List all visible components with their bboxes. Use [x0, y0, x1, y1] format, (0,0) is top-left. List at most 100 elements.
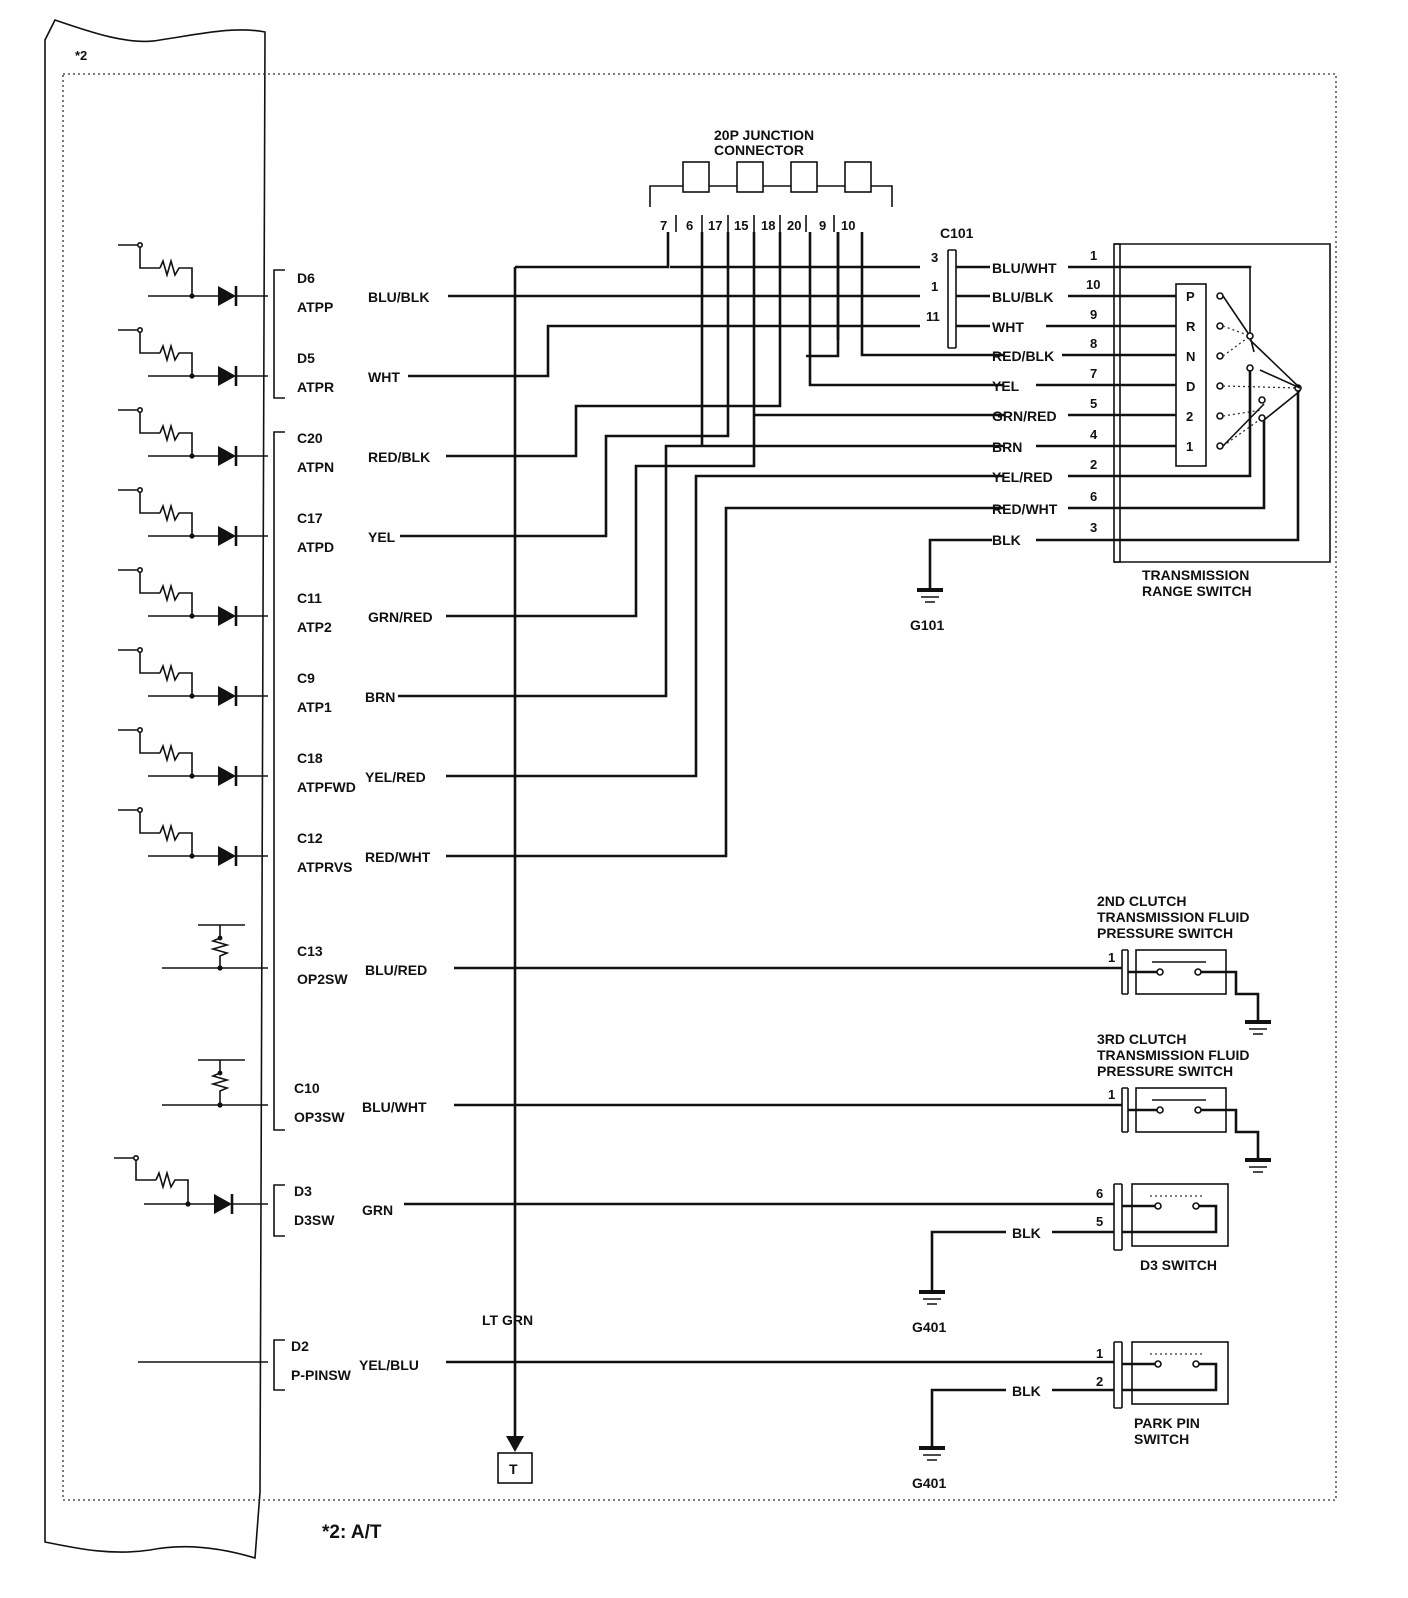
svg-text:BLU/BLK: BLU/BLK — [992, 289, 1053, 305]
svg-text:5: 5 — [1096, 1214, 1103, 1229]
svg-text:TRANSMISSION: TRANSMISSION — [1142, 567, 1249, 583]
pin-c11: C11 — [297, 590, 322, 606]
clutch2-pressure-switch: 1 2ND CLUTCH TRANSMISSION FLUID PRESSURE… — [454, 893, 1271, 1035]
circuit-d6 — [118, 242, 268, 306]
signal-atp2: ATP2 — [297, 619, 332, 635]
connector-c101: C101 3 1 11 — [926, 225, 990, 349]
svg-text:20: 20 — [787, 218, 801, 233]
harness-boundary — [62, 73, 1337, 1501]
wire-label-blu-wht: BLU/WHT — [362, 1099, 427, 1115]
svg-text:C101: C101 — [940, 225, 974, 241]
svg-text:15: 15 — [734, 218, 748, 233]
svg-text:D: D — [1186, 379, 1195, 394]
wire-label-brn: BRN — [365, 689, 395, 705]
signal-atp1: ATP1 — [297, 699, 332, 715]
svg-text:G401: G401 — [912, 1475, 946, 1491]
svg-text:BLK: BLK — [992, 532, 1021, 548]
wire-label-yel-red: YEL/RED — [365, 769, 426, 785]
svg-text:BLK: BLK — [1012, 1225, 1041, 1241]
wire-red-blk — [446, 232, 1004, 458]
lt-grn-terminal: LT GRN T — [482, 1312, 533, 1484]
wire-grn-red — [446, 232, 1004, 618]
svg-text:6: 6 — [1090, 489, 1097, 504]
svg-text:N: N — [1186, 349, 1195, 364]
svg-text:8: 8 — [1090, 336, 1097, 351]
svg-text:TRANSMISSION FLUID: TRANSMISSION FLUID — [1097, 909, 1249, 925]
svg-text:GRN/RED: GRN/RED — [992, 408, 1057, 424]
wire-yel — [400, 232, 1004, 538]
signal-d3sw: D3SW — [294, 1212, 335, 1228]
svg-text:PRESSURE SWITCH: PRESSURE SWITCH — [1097, 925, 1233, 941]
signal-atpr: ATPR — [297, 379, 334, 395]
signal-op2sw: OP2SW — [297, 971, 348, 987]
svg-text:WHT: WHT — [992, 319, 1024, 335]
svg-text:TRANSMISSION FLUID: TRANSMISSION FLUID — [1097, 1047, 1249, 1063]
svg-text:2: 2 — [1096, 1374, 1103, 1389]
svg-text:T: T — [509, 1461, 518, 1477]
svg-text:5: 5 — [1090, 396, 1097, 411]
ecm-connector-d-upper — [273, 269, 285, 399]
wire-label-grn-red: GRN/RED — [368, 609, 433, 625]
svg-text:9: 9 — [819, 218, 826, 233]
svg-text:PRESSURE SWITCH: PRESSURE SWITCH — [1097, 1063, 1233, 1079]
circuit-c12 — [118, 806, 268, 866]
wire-red-wht — [446, 506, 1004, 858]
svg-text:11: 11 — [926, 309, 940, 324]
svg-text:P: P — [1186, 289, 1195, 304]
svg-text:G101: G101 — [910, 617, 944, 633]
junction-title-1: 20P JUNCTION — [714, 127, 814, 143]
pin-d3: D3 — [294, 1183, 312, 1199]
svg-text:10: 10 — [1086, 277, 1100, 292]
svg-text:YEL/RED: YEL/RED — [992, 469, 1053, 485]
pin-c9: C9 — [297, 670, 315, 686]
svg-text:17: 17 — [708, 218, 722, 233]
svg-text:PARK PIN: PARK PIN — [1134, 1415, 1200, 1431]
signal-atpfwd: ATPFWD — [297, 779, 356, 795]
clutch3-pressure-switch: 1 3RD CLUTCH TRANSMISSION FLUID PRESSURE… — [454, 1031, 1271, 1173]
svg-text:SWITCH: SWITCH — [1134, 1431, 1189, 1447]
signal-labels: D6 ATPP BLU/BLK D5 ATPR WHT C20 ATPN RED… — [291, 270, 433, 1383]
pin-c18: C18 — [297, 750, 323, 766]
svg-text:BRN: BRN — [992, 439, 1022, 455]
svg-text:1: 1 — [1090, 248, 1097, 263]
junction-connector-20p: 20P JUNCTION CONNECTOR 7 6 17 15 18 20 9… — [649, 127, 893, 233]
svg-text:LT GRN: LT GRN — [482, 1312, 533, 1328]
ecm-connector-c — [273, 431, 285, 1131]
wire-label-wht: WHT — [368, 369, 400, 385]
svg-text:2: 2 — [1186, 409, 1193, 424]
svg-text:2ND CLUTCH: 2ND CLUTCH — [1097, 893, 1186, 909]
svg-text:1: 1 — [1096, 1346, 1103, 1361]
pin-d2: D2 — [291, 1338, 309, 1354]
svg-text:10: 10 — [841, 218, 855, 233]
pin-c13: C13 — [297, 943, 323, 959]
circuit-c9 — [118, 646, 268, 706]
pin-d6: D6 — [297, 270, 315, 286]
wire-label-blu-red: BLU/RED — [365, 962, 427, 978]
pin-d5: D5 — [297, 350, 315, 366]
signal-p-pinsw: P-PINSW — [291, 1367, 352, 1383]
svg-text:6: 6 — [1096, 1186, 1103, 1201]
wire-label-red-blk: RED/BLK — [368, 449, 430, 465]
circuit-c20 — [118, 406, 268, 466]
svg-text:2: 2 — [1090, 457, 1097, 472]
footnote: *2: A/T — [322, 1522, 382, 1543]
ecm-input-circuits — [114, 242, 268, 1363]
svg-text:3RD CLUTCH: 3RD CLUTCH — [1097, 1031, 1186, 1047]
circuit-c11 — [118, 566, 268, 626]
d3-switch: 6 5 BLK G401 D3 SWITCH — [404, 1183, 1229, 1335]
wire-yel-red — [446, 474, 1004, 778]
ecm-module-outline — [44, 19, 266, 1560]
signal-atprvs: ATPRVS — [297, 859, 353, 875]
wire-label-blu-blk: BLU/BLK — [368, 289, 429, 305]
svg-text:R: R — [1186, 319, 1196, 334]
junction-title-2: CONNECTOR — [714, 142, 804, 158]
ecm-connector-d3 — [273, 1184, 285, 1237]
pin-c20: C20 — [297, 430, 323, 446]
ecm-note-ref: *2 — [75, 48, 87, 63]
svg-text:1: 1 — [931, 279, 938, 294]
svg-text:D3 SWITCH: D3 SWITCH — [1140, 1257, 1217, 1273]
circuit-c10 — [162, 1059, 268, 1108]
wire-label-yel-blu: YEL/BLU — [359, 1357, 419, 1373]
svg-text:RED/WHT: RED/WHT — [992, 501, 1058, 517]
